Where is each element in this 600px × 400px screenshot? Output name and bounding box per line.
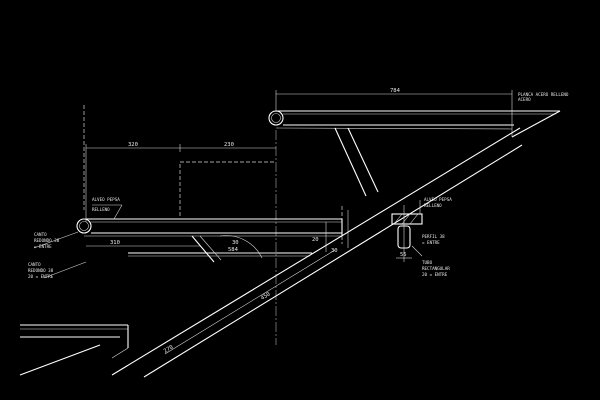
post-note-5: 20 = ENTRE (422, 272, 448, 277)
post-detail: 55 (391, 205, 423, 262)
mid-brace (191, 235, 215, 263)
leader-upper-tube-diag (113, 204, 123, 220)
post-note-3: TUBO (422, 260, 433, 265)
left-tube-note-3: = ENTRE (34, 244, 52, 249)
upper-handrail (268, 110, 561, 197)
leader-left-tube (33, 231, 79, 249)
post-cap-hatch-2 (401, 213, 411, 225)
support-leg-right (347, 127, 379, 193)
diagonal-stringer: 450 270 (111, 127, 523, 378)
annotations: ALVEO PEPSA RELLENO CANTO REDONDO 38 = E… (28, 197, 452, 279)
mid-dimensions: 310 584 30 (86, 235, 276, 259)
upper-tube-note-1: ALVEO PEPSA (92, 197, 120, 202)
post-cap-hatch-3 (409, 213, 419, 225)
lower-left-note-2: REDONDO 38 (28, 268, 54, 273)
post-note-4: RECTANGULAR (422, 266, 450, 271)
stringer-top (111, 127, 521, 376)
right-note-2: RELLENO (424, 203, 442, 208)
hidden-lines (83, 105, 343, 345)
mid-span-label: 584 (228, 247, 239, 253)
left-tube-note-1: CANTO (34, 232, 47, 237)
top-right-note-1: PLANCA ACERO RELLENO (518, 92, 569, 97)
upper-bottom-line-2 (275, 127, 513, 130)
lower-slope (19, 344, 101, 376)
post-note-1: PERFIL 38 (422, 234, 445, 239)
top-right-note-2: ACERO (518, 97, 531, 102)
mid-round-edge-inner (79, 221, 89, 231)
right-note-1: ALVEO PEPSA (424, 197, 452, 202)
left-tube-note-2: REDONDO 38 (34, 238, 60, 243)
dashed-outline (179, 161, 276, 216)
leader-post (411, 245, 423, 257)
support-leg-left (334, 127, 367, 197)
lower-left-note-3: 20 = ENTRE (28, 274, 54, 279)
angle-arc (219, 235, 263, 259)
riser-left-label: 20 (312, 237, 319, 243)
post-cap (391, 213, 423, 225)
upper-round-edge (268, 110, 284, 126)
bottom-diagonal-label: 270 (163, 344, 175, 354)
post-cap-hatch-1 (393, 213, 403, 225)
upper-span-right-label: 230 (224, 142, 234, 148)
mid-tread: 20 30 (76, 210, 349, 263)
stringer-dim (164, 249, 336, 355)
upper-round-edge-inner (271, 113, 281, 123)
upper-right-bevel (511, 110, 561, 138)
diagonal-label: 450 (260, 291, 272, 301)
post-note-2: = ENTRE (422, 240, 440, 245)
top-dim-label: 784 (390, 88, 401, 94)
angle-label: 30 (232, 240, 239, 246)
leader-lower-left (43, 261, 87, 279)
top-dimension: 784 PLANCA ACERO RELLENO ACERO (275, 88, 569, 112)
mid-round-edge (76, 218, 92, 234)
mid-brace-2 (199, 235, 222, 261)
upper-span-left-label: 320 (128, 142, 138, 148)
lower-handrail (19, 324, 129, 376)
stringer-bottom (143, 144, 523, 378)
upper-tube-note-2: RELLENO (92, 207, 110, 212)
upper-span-dimension: 320 230 (85, 142, 276, 222)
lower-span-label: 310 (110, 240, 120, 246)
post-width-label: 55 (400, 252, 407, 258)
lower-left-note-1: CANTO (28, 262, 41, 267)
riser-right-label: 30 (331, 248, 338, 254)
lower-end-bevel (111, 347, 129, 359)
